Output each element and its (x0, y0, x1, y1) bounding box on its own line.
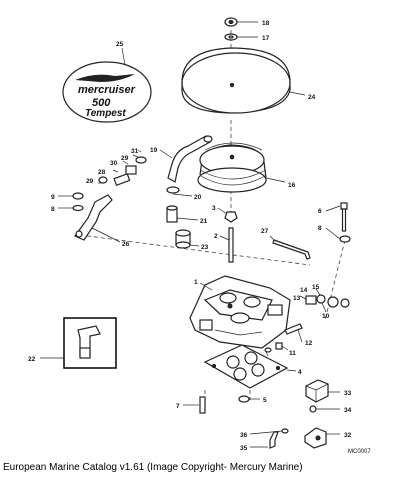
choke-thermostat-parts (269, 379, 329, 449)
hose-clamp (166, 186, 180, 194)
callout-21: 21 (200, 218, 208, 225)
callout-36: 36 (240, 432, 248, 439)
decal-model-number: 500 (92, 97, 111, 109)
bracket-washers (72, 192, 84, 212)
callout-leaders (40, 21, 341, 448)
callout-2: 2 (214, 233, 218, 240)
callout-9: 9 (51, 194, 55, 201)
choke-rod (272, 239, 311, 260)
callout-20: 20 (194, 194, 202, 201)
decal-brand-text: mercruiser (78, 84, 136, 96)
callout-7: 7 (176, 403, 180, 410)
detail-inset (63, 317, 117, 369)
right-bolt (339, 202, 351, 243)
callout-15: 15 (312, 284, 320, 291)
callout-14: 14 (300, 287, 308, 294)
crankcase-vent-hose (167, 135, 213, 183)
callout-27: 27 (261, 228, 269, 235)
plug (238, 395, 250, 403)
callout-6: 6 (318, 208, 322, 215)
grommet (175, 229, 191, 249)
callout-17: 17 (262, 35, 270, 42)
air-cleaner-wing-nut (224, 17, 238, 27)
callout-33: 33 (344, 390, 352, 397)
callout-19: 19 (150, 147, 158, 154)
callout-26: 26 (122, 241, 130, 248)
callout-10: 10 (322, 313, 330, 320)
drawing-code: MC0007 (348, 449, 371, 455)
callout-8b: 8 (318, 225, 322, 232)
callout-32: 32 (344, 432, 352, 439)
air-cleaner-washer (224, 33, 238, 41)
callout-16: 16 (288, 182, 296, 189)
callout-34: 34 (344, 407, 352, 414)
callout-31: 31 (131, 148, 139, 155)
callout-24: 24 (308, 94, 316, 101)
callout-22: 22 (28, 356, 36, 363)
callout-8: 8 (51, 206, 55, 213)
callout-5: 5 (263, 397, 267, 404)
callout-18: 18 (262, 20, 270, 27)
callout-23: 23 (201, 244, 209, 251)
idle-screw-assembly (264, 323, 303, 353)
carb-base-gasket (203, 344, 289, 389)
callout-25: 25 (116, 41, 124, 48)
fuel-inlet-fittings (305, 294, 350, 308)
callout-3: 3 (212, 205, 216, 212)
callout-11: 11 (289, 350, 296, 357)
callout-29b: 29 (121, 155, 129, 162)
callout-30: 30 (110, 160, 118, 167)
flame-arrestor (197, 142, 267, 193)
callout-1: 1 (194, 279, 198, 286)
air-cleaner-decal: mercruiser 500 Tempest (62, 61, 152, 123)
image-caption: European Marine Catalog v1.61 (Image Cop… (3, 462, 303, 473)
decal-model-name: Tempest (85, 108, 126, 119)
callout-13: 13 (293, 295, 301, 302)
air-cleaner-cover (181, 47, 291, 114)
carburetor (189, 275, 291, 349)
callout-35: 35 (240, 445, 248, 452)
mounting-stud (199, 396, 206, 414)
callout-numbers: 18 17 24 25 16 19 20 21 23 3 2 26 27 9 8… (28, 20, 352, 452)
carb-stud-and-nut (224, 211, 238, 263)
vent-fitting (166, 205, 178, 223)
callout-29: 29 (86, 178, 94, 185)
callout-4: 4 (298, 369, 302, 376)
throttle-bracket (74, 194, 113, 241)
callout-12: 12 (305, 340, 313, 347)
callout-28: 28 (98, 169, 106, 176)
